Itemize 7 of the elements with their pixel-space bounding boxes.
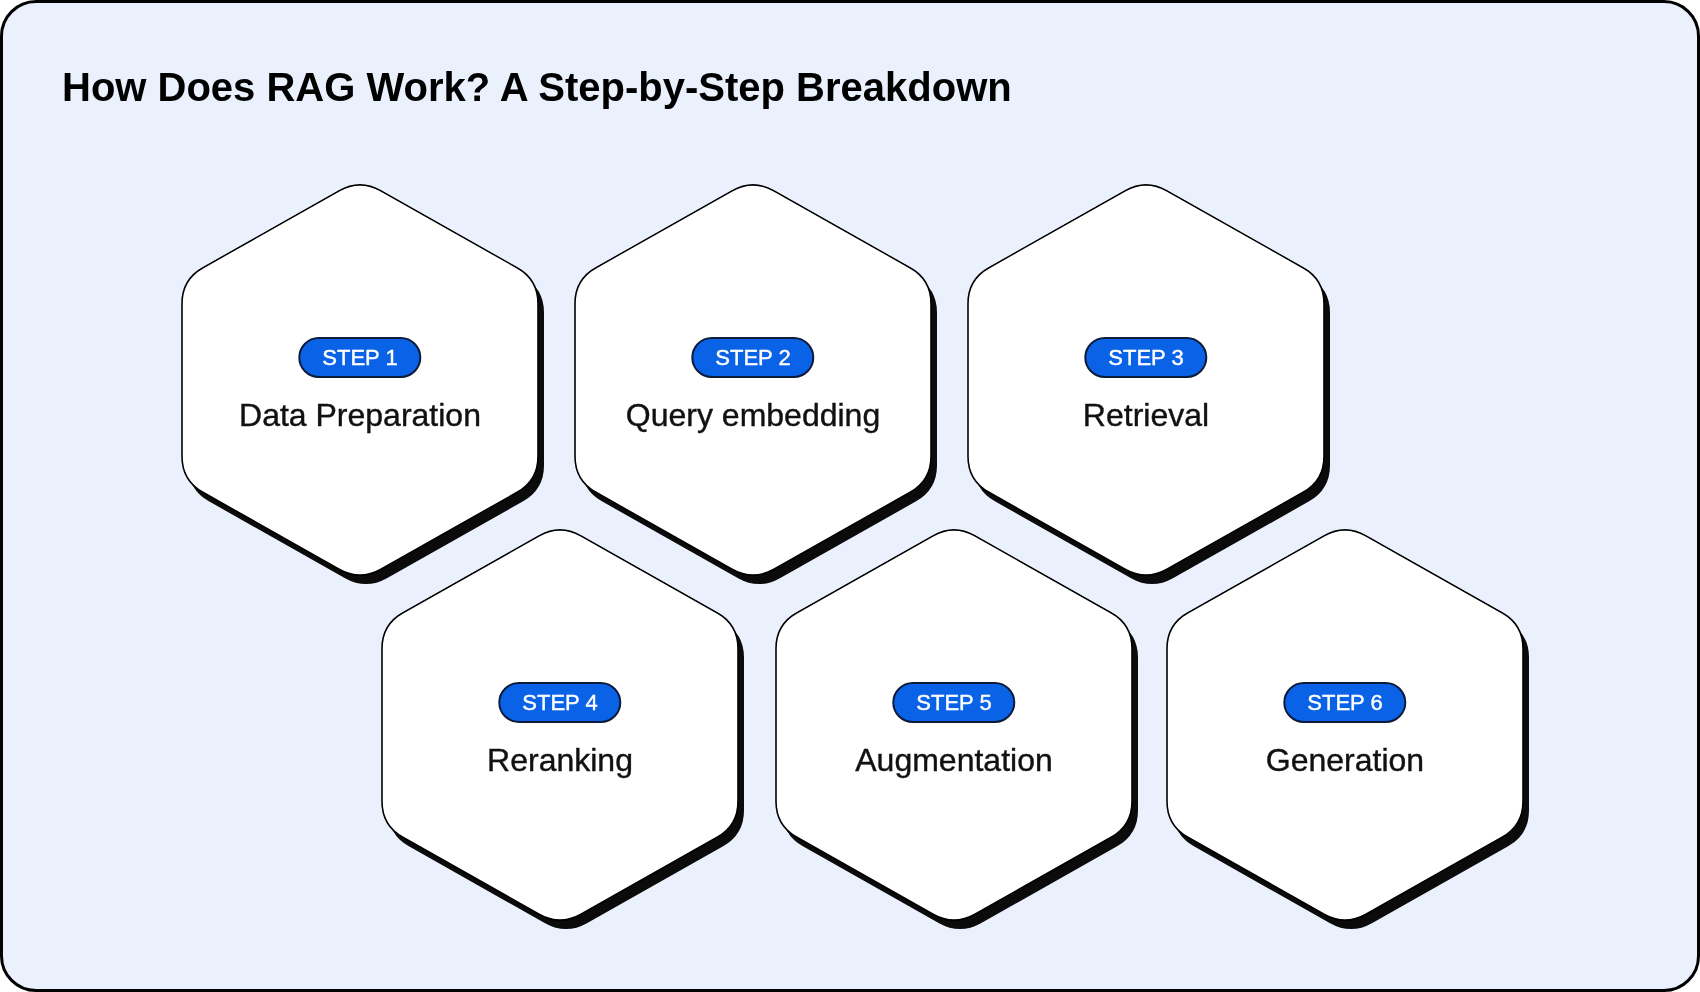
step-title: Augmentation [855,744,1053,776]
step-title: Generation [1265,744,1425,776]
step-title: Reranking [487,744,633,776]
diagram-title: How Does RAG Work? A Step-by-Step Breakdown [62,67,1012,107]
step-title: Query embedding [625,399,881,431]
step-title: Data Preparation [239,399,481,431]
step-title: Retrieval [1082,399,1210,431]
